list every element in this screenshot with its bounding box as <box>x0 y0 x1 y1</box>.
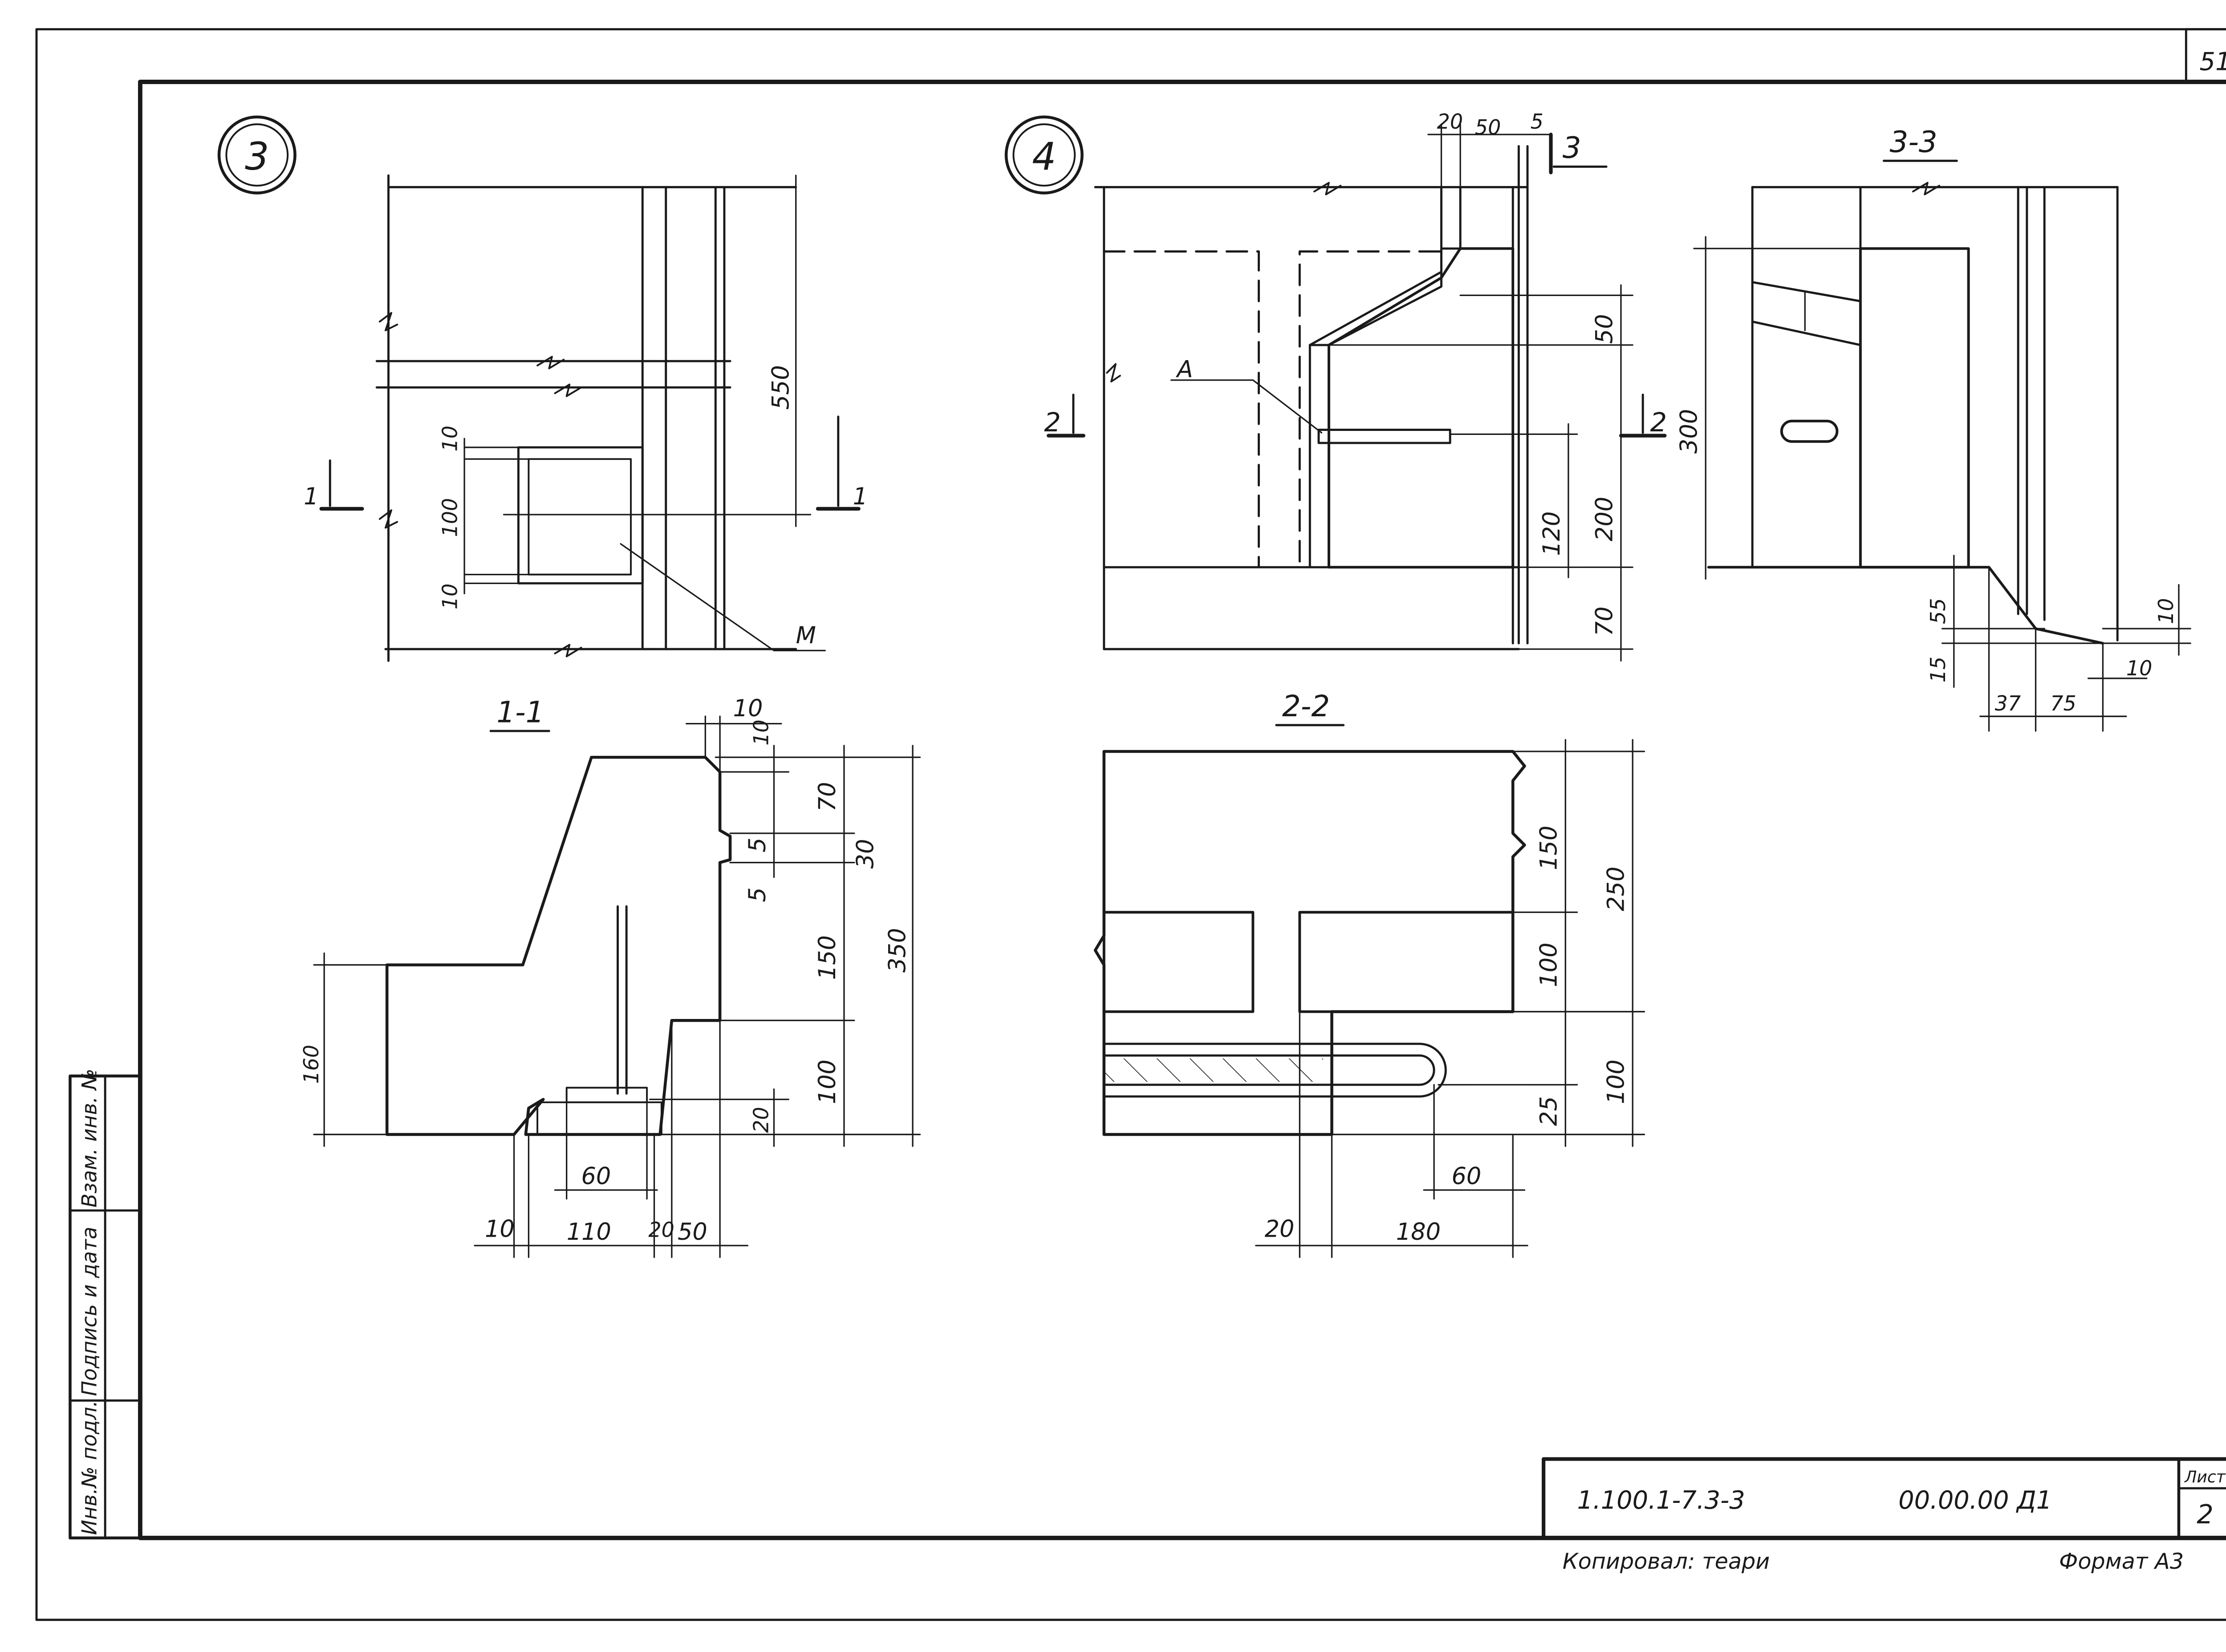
node-4-number: 4 <box>1032 135 1056 179</box>
node-4-section-mark-3-top: 3 <box>1563 131 1581 165</box>
title-sheet-number: 2 <box>2197 1499 2214 1530</box>
sec11-dim-5b: 5 <box>744 887 771 902</box>
sec33-dim-55: 55 <box>1926 598 1950 624</box>
node-4-section-mark-2-right: 2 <box>1650 407 1667 438</box>
node-4-dim-5: 5 <box>1531 110 1544 134</box>
sec11-dim-10-top: 10 <box>733 695 763 722</box>
footer-format: Формат А3 <box>2059 1548 2184 1574</box>
section-3-3-title: 3-3 <box>1889 126 1937 159</box>
node-4-callout-a: А <box>1176 356 1193 383</box>
sec11-dim-5a: 5 <box>744 837 771 852</box>
node-3-dim-10-bottom: 10 <box>438 584 462 610</box>
node-3-section-mark-left: 1 <box>304 483 318 510</box>
node-4-dim-50: 50 <box>1591 314 1618 344</box>
sec33-dim-300: 300 <box>1676 409 1703 454</box>
node-3-elevation: 3 10 100 10 550 М 1 1 <box>217 115 868 662</box>
section-2-2: 2-2 150 250 100 100 25 60 20 180 <box>1093 690 1645 1258</box>
sheet-frame: 51 <box>35 28 2226 1621</box>
node-3-section-mark-right: 1 <box>853 483 868 510</box>
sec11-dim-160: 160 <box>299 1045 323 1084</box>
stamp-cell-signature-date: Подпись и дата <box>77 1227 102 1396</box>
page-number: 51 <box>2199 48 2226 77</box>
side-stamp: Инв.№ подл. Подпись и дата Взам. инв. № <box>69 1069 142 1540</box>
sec22-dim-60: 60 <box>1451 1163 1481 1190</box>
sec11-dim-10-bottom: 10 <box>485 1215 515 1242</box>
sec11-dim-110: 110 <box>567 1218 611 1246</box>
title-block: 1.100.1-7.3-3 00.00.00 Д1 Лист 2 <box>1541 1457 2226 1540</box>
sec33-dim-37: 37 <box>1995 691 2021 715</box>
footer-copied: Копировал: теари <box>1563 1548 1770 1574</box>
stamp-cell-inv-podl: Инв.№ подл. <box>77 1400 102 1535</box>
node-4-dim-200: 200 <box>1591 497 1618 541</box>
title-designation: 1.100.1-7.3-3 <box>1577 1486 1745 1515</box>
sec11-dim-60: 60 <box>581 1163 611 1190</box>
sec11-dim-150: 150 <box>814 935 841 980</box>
sec11-dim-100: 100 <box>814 1059 841 1104</box>
sec22-dim-100: 100 <box>1535 942 1563 987</box>
sec11-dim-50: 50 <box>678 1218 707 1246</box>
sec11-dim-70: 70 <box>814 782 841 812</box>
sec33-dim-10-bottom: 10 <box>2126 656 2152 680</box>
sec22-dim-20: 20 <box>1265 1215 1295 1242</box>
section-1-1-title: 1-1 <box>496 695 544 729</box>
stamp-cell-vzam-inv: Взам. инв. № <box>77 1069 102 1208</box>
sec33-dim-10-right: 10 <box>2154 598 2178 624</box>
node-4-dim-70: 70 <box>1591 606 1618 636</box>
node-3-callout-m: М <box>796 622 816 649</box>
node-4-dim-120: 120 <box>1538 511 1565 556</box>
sec22-dim-100b: 100 <box>1603 1059 1630 1104</box>
sec11-dim-20-bottom: 20 <box>648 1218 674 1242</box>
node-4-section-mark-2-left: 2 <box>1044 407 1061 438</box>
section-2-2-title: 2-2 <box>1282 690 1330 723</box>
sec11-dim-20: 20 <box>749 1107 773 1133</box>
node-4-dim-50-top: 50 <box>1475 115 1501 139</box>
node-4-dim-20: 20 <box>1437 110 1463 134</box>
section-3-3: 3-3 300 55 15 10 37 75 10 <box>1676 126 2191 732</box>
node-4-elevation: 4 А 20 50 5 50 200 <box>1004 110 1667 662</box>
sec11-dim-30: 30 <box>852 839 879 869</box>
node-3-dim-550: 550 <box>767 365 794 410</box>
node-3-dim-100: 100 <box>438 498 462 537</box>
sec11-dim-10-right: 10 <box>749 719 773 746</box>
sec22-dim-150: 150 <box>1535 826 1563 870</box>
sec22-dim-25: 25 <box>1535 1096 1563 1126</box>
sec22-dim-250: 250 <box>1603 867 1630 911</box>
sec22-dim-180: 180 <box>1396 1218 1441 1246</box>
title-code: 00.00.00 Д1 <box>1898 1486 2052 1515</box>
sec33-dim-15: 15 <box>1926 657 1950 683</box>
sec11-dim-350: 350 <box>884 928 911 973</box>
title-sheet-label: Лист <box>2184 1467 2226 1486</box>
node-3-number: 3 <box>245 135 269 179</box>
section-1-1: 1-1 10 10 70 5 30 5 150 350 100 20 160 <box>299 695 921 1258</box>
node-3-dim-10-top: 10 <box>438 426 462 452</box>
sec33-dim-75: 75 <box>2050 691 2076 715</box>
